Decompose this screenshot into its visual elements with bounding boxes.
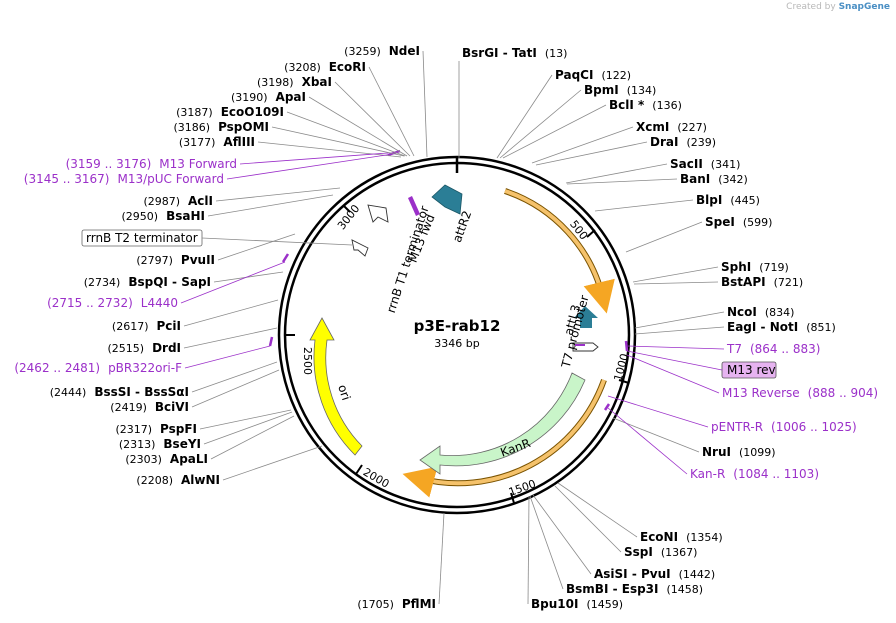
orf-arc-2 [402, 379, 606, 498]
enzyme-nrui[interactable]: NruI(1099) [702, 445, 776, 459]
enzyme-blpi[interactable]: BlpI(445) [696, 193, 760, 207]
primer-kan-r[interactable]: Kan-R(1084 .. 1103) [690, 467, 819, 481]
enzyme-xbai[interactable]: (3198)XbaI [257, 75, 332, 89]
enzymes-right: BsrGI - TatI(13) PaqCI(122) BpmI(134) Bc… [458, 46, 836, 611]
enzyme-spei[interactable]: SpeI(599) [705, 215, 772, 229]
enzyme-pflmi[interactable]: (1705)PflMI [357, 597, 436, 611]
tick-label-3000: 3000 [335, 202, 362, 232]
ori-label: ori [335, 383, 353, 402]
enzyme-bsahi[interactable]: (2950)BsaHI [122, 209, 205, 223]
primer-m13-puc-forward[interactable]: (3145 .. 3167)M13/pUC Forward [24, 172, 224, 186]
primers: (3159 .. 3176)M13 Forward (3145 .. 3167)… [14, 152, 878, 481]
plasmid-name: p3E-rab12 [414, 317, 501, 335]
kanr-label: KanR [499, 436, 533, 460]
enzyme-bcivi[interactable]: (2419)BciVI [110, 400, 189, 414]
enzyme-pcii[interactable]: (2617)PciI [112, 319, 181, 333]
enzyme-acli[interactable]: (2987)AclI [143, 194, 213, 208]
enzyme-apai[interactable]: (3190)ApaI [231, 90, 306, 104]
rrnb-t1-label: rrnB T1 terminator [384, 204, 432, 315]
credit-prefix: Created by [786, 2, 836, 12]
m13-fwd-feature[interactable] [408, 196, 420, 216]
orf-arc-1 [504, 189, 615, 314]
enzyme-bsmbi-esp3i[interactable]: BsmBI - Esp3I(1458) [566, 582, 703, 596]
enzyme-bani[interactable]: BanI(342) [680, 172, 748, 186]
enzyme-pspfi[interactable]: (2317)PspFI [115, 422, 197, 436]
enzyme-sacii[interactable]: SacII(341) [670, 157, 740, 171]
ori-feature[interactable] [309, 317, 363, 456]
enzyme-alwni[interactable]: (2208)AlwNI [136, 473, 220, 487]
enzyme-ncoi[interactable]: NcoI(834) [727, 305, 794, 319]
attl3-feature[interactable] [574, 306, 598, 328]
rrnb-t2-feature[interactable] [351, 239, 369, 257]
snapgene-credit: Created by SnapGene [786, 2, 890, 12]
enzyme-bstapi[interactable]: BstAPI(721) [721, 275, 803, 289]
enzyme-xcmi[interactable]: XcmI(227) [636, 120, 707, 134]
enzyme-drai[interactable]: DraI(239) [650, 135, 716, 149]
enzyme-sspi[interactable]: SspI(1367) [624, 545, 697, 559]
enzyme-bsssi[interactable]: (2444)BssSI - BssSαI [50, 385, 189, 399]
rrnb-t1-feature[interactable] [367, 204, 389, 223]
enzyme-asisi-pvui[interactable]: AsiSI - PvuI(1442) [594, 567, 715, 581]
primer-m13-forward[interactable]: (3159 .. 3176)M13 Forward [66, 157, 237, 171]
enzyme-sphi[interactable]: SphI(719) [721, 260, 789, 274]
primer-l4440[interactable]: (2715 .. 2732)L4440 [47, 296, 178, 310]
enzyme-pspomi[interactable]: (3186)PspOMI [173, 120, 269, 134]
enzyme-paqci[interactable]: PaqCI(122) [555, 68, 631, 82]
enzyme-bseyi[interactable]: (2313)BseYI [119, 437, 201, 451]
attr2-feature[interactable] [431, 184, 463, 215]
enzyme-bpmi[interactable]: BpmI(134) [584, 83, 656, 97]
plasmid-length: 3346 bp [434, 337, 479, 350]
rrnb-t2-label: rrnB T2 terminator [86, 231, 198, 245]
orf-arc-1-outline [504, 188, 606, 299]
attr2-label: attR2 [450, 209, 474, 245]
enzyme-bsrgi[interactable]: BsrGI - TatI(13) [462, 46, 567, 60]
tick-label-2500: 2500 [301, 347, 314, 375]
primer-m13-rev[interactable]: M13 rev [727, 363, 776, 377]
enzyme-bspqi-sapi[interactable]: (2734)BspQI - SapI [84, 275, 211, 289]
enzymes-left: (3259)NdeI (3208)EcoRI (3198)XbaI (3190)… [50, 44, 445, 611]
enzyme-ndei[interactable]: (3259)NdeI [344, 44, 420, 58]
enzyme-bpu10i[interactable]: Bpu10I(1459) [531, 597, 623, 611]
enzyme-apali[interactable]: (2303)ApaLI [125, 452, 208, 466]
primer-t7[interactable]: T7(864 .. 883) [726, 342, 820, 356]
enzyme-ecori[interactable]: (3208)EcoRI [284, 60, 366, 74]
enzyme-drdi[interactable]: (2515)DrdI [107, 341, 181, 355]
snapgene-logo: SnapGene [838, 2, 890, 12]
enzyme-pvuii[interactable]: (2797)PvuII [136, 253, 215, 267]
enzyme-econi[interactable]: EcoNI(1354) [640, 530, 723, 544]
primer-pentr-r[interactable]: pENTR-R(1006 .. 1025) [711, 420, 857, 434]
tick-label-1000: 1000 [611, 352, 631, 382]
primer-m13-reverse[interactable]: M13 Reverse(888 .. 904) [722, 386, 878, 400]
primer-pbr322ori-f[interactable]: (2462 .. 2481)pBR322ori-F [14, 361, 182, 375]
enzyme-afliii[interactable]: (3177)AflIII [179, 135, 255, 149]
enzyme-bcli[interactable]: BclI *(136) [609, 98, 682, 112]
enzyme-eagi-noti[interactable]: EagI - NotI(851) [727, 320, 836, 334]
kanr-feature[interactable] [419, 372, 586, 475]
enzyme-ecoo109i[interactable]: (3187)EcoO109I [176, 105, 284, 119]
